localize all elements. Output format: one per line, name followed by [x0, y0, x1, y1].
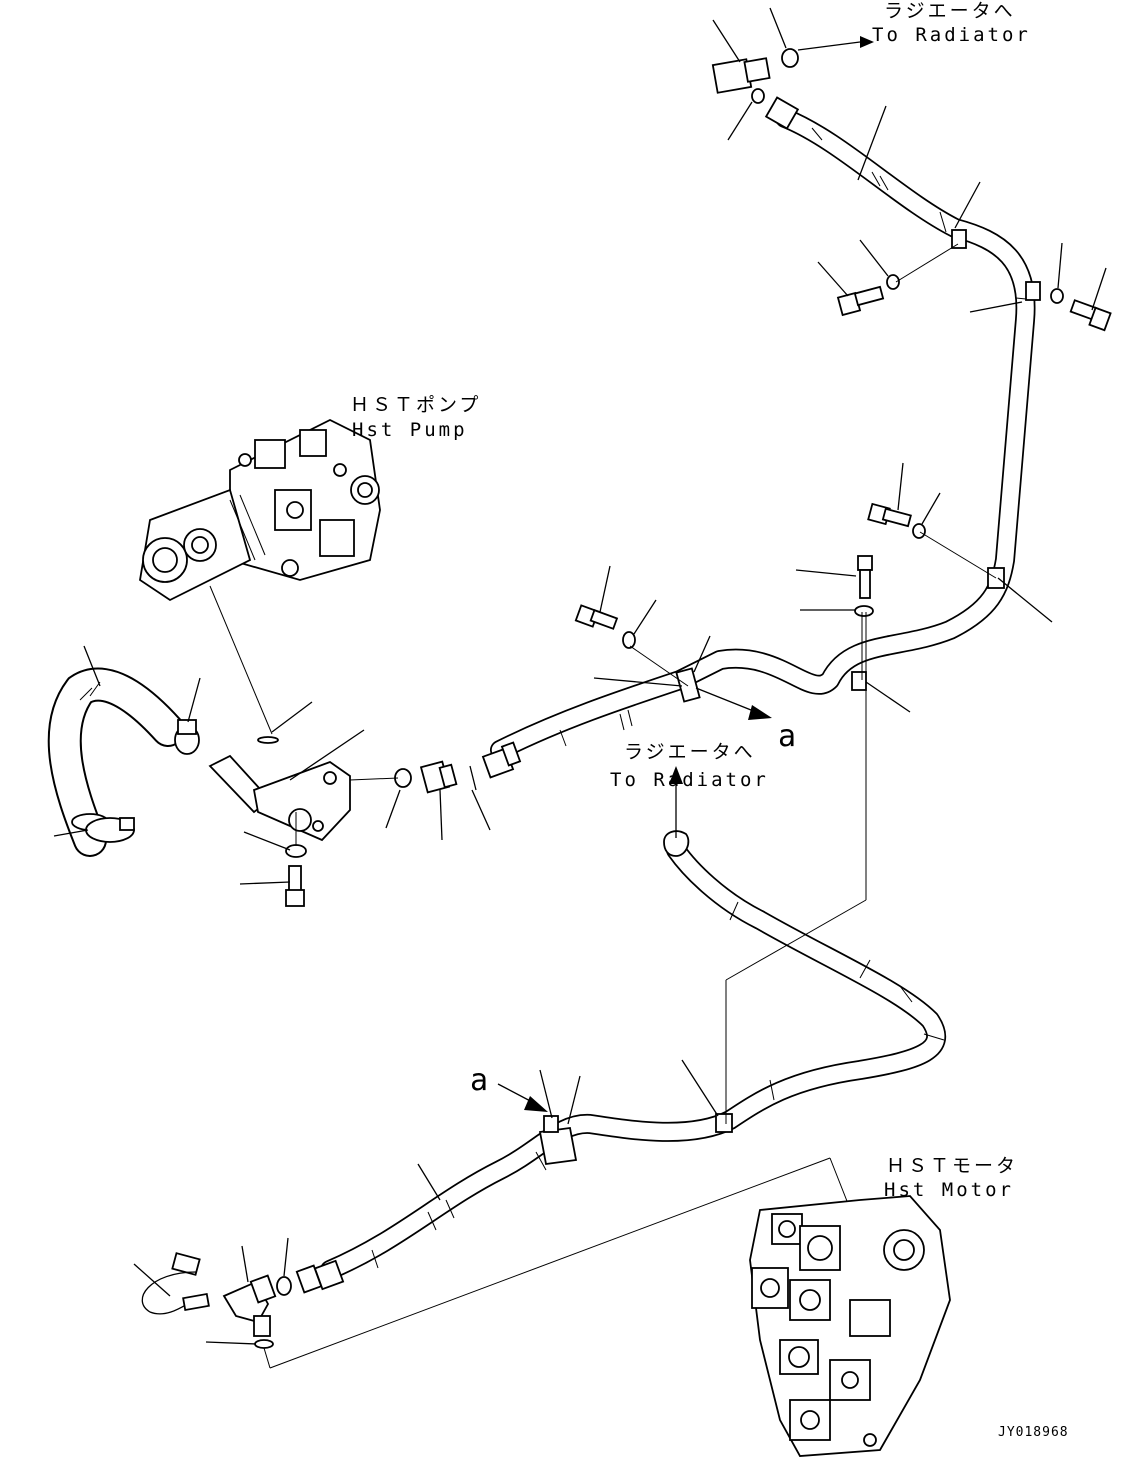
suction-tube-elbow: [47, 667, 185, 857]
motor-connector-parts: [141, 1252, 292, 1349]
lower-hose-clamps: [538, 1113, 733, 1166]
leader-lines-pump: [53, 585, 491, 885]
pump-outlet-fittings: [257, 736, 477, 907]
radiator-connector-top: [711, 48, 799, 104]
to-radiator-mid-jp-label: ラジエータへ: [624, 741, 756, 763]
ref-a-right-label: a: [778, 719, 796, 754]
hst-pump-illustration: [139, 418, 381, 602]
lower-radiator-hose: [295, 830, 946, 1294]
hst-pump-en-label: Hst Pump: [352, 419, 468, 441]
pump-outlet-block: [208, 754, 351, 842]
to-radiator-top-jp-label: ラジエータへ: [884, 0, 1016, 22]
leader-lines-upper: [593, 7, 1107, 713]
hst-motor-jp-label: ＨＳＴモータ: [886, 1155, 1018, 1177]
arrow-up-to-radiator: [669, 766, 683, 838]
bolt-washer-set-mid: [574, 502, 926, 649]
bolt-washer-set-top: [836, 274, 1112, 332]
arrow-to-ref-a-right: [695, 687, 772, 720]
to-radiator-top-en-label: To Radiator: [872, 24, 1031, 46]
ref-a-left-label: a: [470, 1063, 488, 1098]
leader-lines-lower: [133, 612, 867, 1369]
hose-clamps-pump: [85, 719, 200, 843]
upper-radiator-hose: [481, 96, 1037, 779]
hst-motor-en-label: Hst Motor: [884, 1179, 1014, 1201]
hst-pump-jp-label: ＨＳＴポンプ: [350, 394, 481, 416]
to-radiator-mid-en-label: To Radiator: [610, 769, 769, 791]
drawing-number-label: JY018968: [998, 1425, 1069, 1440]
upper-hose-clamps: [675, 229, 1041, 703]
hst-motor-illustration: [749, 1195, 951, 1457]
